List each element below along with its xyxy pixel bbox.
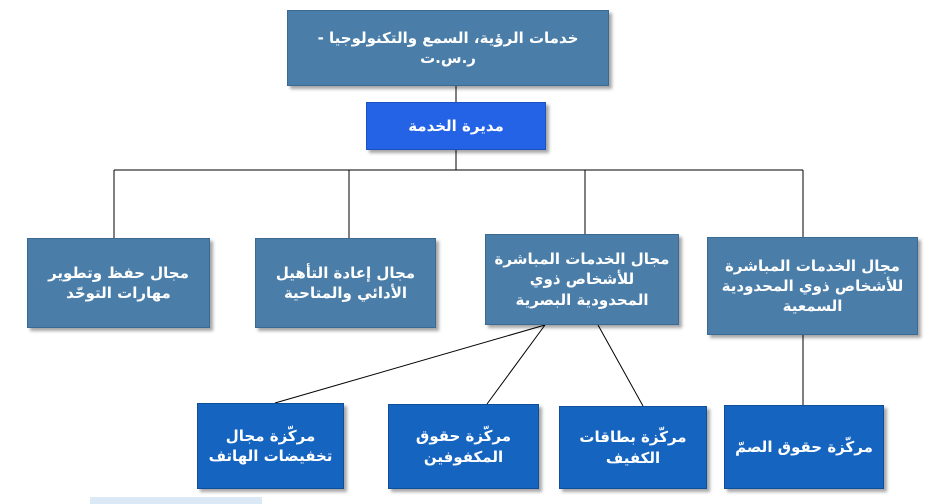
center-blind-rights-label: مركّزة حقوق المكفوفين — [415, 427, 512, 466]
connector-visual-blind-cards — [597, 324, 644, 407]
director-node-label: مديرة الخدمة — [408, 116, 504, 135]
domain-rehab-label: مجال إعادة التأهيل الأدائي والمتاحية — [275, 263, 416, 302]
domain-hearing-node: مجال الخدمات المباشرة للأشخاص ذوي المحدو… — [707, 237, 918, 335]
connector-visual-blind-rights — [486, 324, 546, 405]
root-node-label: خدمات الرؤية، السمع والتكنولوجيا - ر.س.ت — [317, 28, 579, 67]
center-phone-label: مركّزة مجال تخفيضات الهاتف — [208, 426, 333, 465]
center-deaf-rights-label: مركّزة حقوق الصمّ — [735, 437, 873, 456]
root-node: خدمات الرؤية، السمع والتكنولوجيا - ر.س.ت — [287, 10, 609, 86]
center-phone-node: مركّزة مجال تخفيضات الهاتف — [197, 403, 344, 489]
domain-autism-node: مجال حفظ وتطوير مهارات التوحّد — [27, 238, 210, 328]
domain-rehab-node: مجال إعادة التأهيل الأدائي والمتاحية — [255, 238, 436, 328]
domain-visual-label: مجال الخدمات المباشرة للأشخاص ذوي المحدو… — [494, 250, 670, 309]
domain-autism-label: مجال حفظ وتطوير مهارات التوحّد — [48, 263, 189, 302]
center-blind-rights-node: مركّزة حقوق المكفوفين — [388, 404, 539, 489]
connector-visual-phone — [274, 324, 546, 404]
domain-visual-node: مجال الخدمات المباشرة للأشخاص ذوي المحدو… — [485, 234, 679, 325]
center-blind-cards-label: مركّزة بطاقات الكفيف — [579, 428, 687, 467]
director-node: مديرة الخدمة — [366, 102, 546, 150]
light-strip-decoration — [90, 497, 262, 504]
domain-hearing-label: مجال الخدمات المباشرة للأشخاص ذوي المحدو… — [721, 256, 904, 316]
center-deaf-rights-node: مركّزة حقوق الصمّ — [724, 405, 884, 489]
center-blind-cards-node: مركّزة بطاقات الكفيف — [559, 406, 707, 489]
